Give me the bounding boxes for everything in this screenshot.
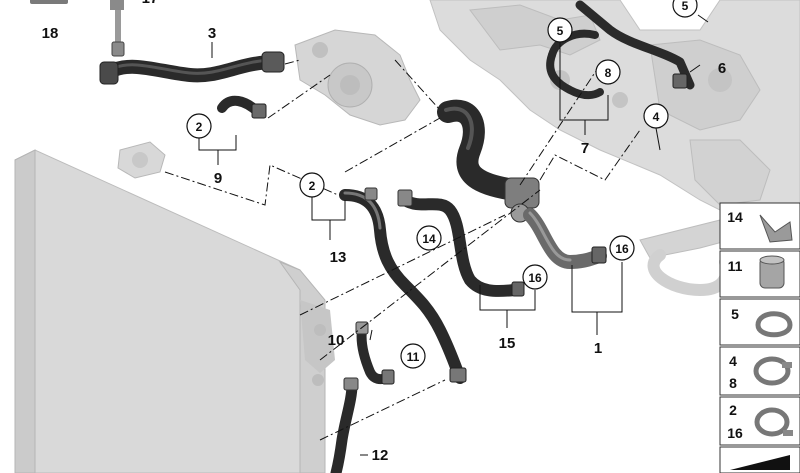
label-15: 15: [499, 335, 516, 352]
label-18: 18: [42, 25, 59, 42]
hose-part-10: [355, 321, 395, 385]
label-6: 6: [718, 60, 726, 77]
hose-part-1: [523, 208, 607, 269]
assembly-lines: [164, 59, 641, 441]
clip-label-2: 2: [729, 402, 737, 418]
callout-4: 4: [643, 103, 669, 129]
clip-box-2-16: 2 16: [719, 396, 800, 446]
water-pump-ghost: [294, 29, 421, 126]
label-13: 13: [330, 249, 347, 266]
callout-16a-text: 16: [528, 271, 542, 285]
clip-box-4-8: 4 8: [719, 346, 800, 396]
label-7: 7: [581, 140, 589, 157]
callout-11: 11: [400, 343, 426, 369]
callout-16b-text: 16: [615, 242, 629, 256]
label-10: 10: [328, 332, 345, 349]
callout-2b: 2: [299, 172, 325, 198]
clip-box-14: 14: [719, 202, 800, 250]
part-18-tab: [30, 0, 68, 4]
hose-part-9: [217, 95, 267, 119]
clip-label-14: 14: [727, 209, 743, 225]
clip-label-5: 5: [731, 306, 739, 322]
callout-2a-text: 2: [196, 120, 203, 134]
label-17: 17: [142, 0, 159, 7]
label-3: 3: [208, 25, 216, 42]
clip-label-4: 4: [729, 353, 737, 369]
label-1: 1: [594, 340, 602, 357]
clip-box-arrow: [719, 446, 800, 473]
leaders: [198, 14, 709, 456]
callout-16a: 16: [522, 264, 548, 290]
callout-14-text: 14: [422, 232, 436, 246]
callout-5a: 5: [547, 17, 573, 43]
radiator-ghost: [14, 149, 335, 473]
clip-panel: 14 11 5 4 8 2 16: [719, 202, 800, 473]
clip-label-11: 11: [728, 258, 743, 274]
hose-part-14: [397, 189, 525, 297]
clip-label-16: 16: [727, 425, 743, 441]
label-9: 9: [214, 170, 222, 187]
callout-8: 8: [595, 59, 621, 85]
hose-part-12: [330, 377, 359, 473]
hose-part-3: [99, 0, 285, 85]
clip-label-8: 8: [729, 375, 737, 391]
callout-16b: 16: [609, 235, 635, 261]
thermostat-ghost: [117, 141, 166, 179]
callout-2a: 2: [186, 113, 212, 139]
callout-8-text: 8: [605, 66, 612, 80]
clip-box-11: 11: [719, 250, 800, 298]
hose-part-7: [546, 0, 695, 100]
clip-box-5: 5: [719, 298, 800, 346]
callout-5b-text: 5: [682, 0, 689, 13]
callout-14: 14: [416, 225, 442, 251]
callout-11-text: 11: [407, 350, 420, 364]
callout-4-text: 4: [653, 110, 660, 124]
label-12: 12: [372, 447, 389, 464]
hose-part-13: [339, 187, 467, 384]
callout-5b: 5: [672, 0, 698, 18]
callout-5a-text: 5: [557, 24, 564, 38]
hose-main-center: [437, 99, 540, 223]
callout-2b-text: 2: [309, 179, 316, 193]
